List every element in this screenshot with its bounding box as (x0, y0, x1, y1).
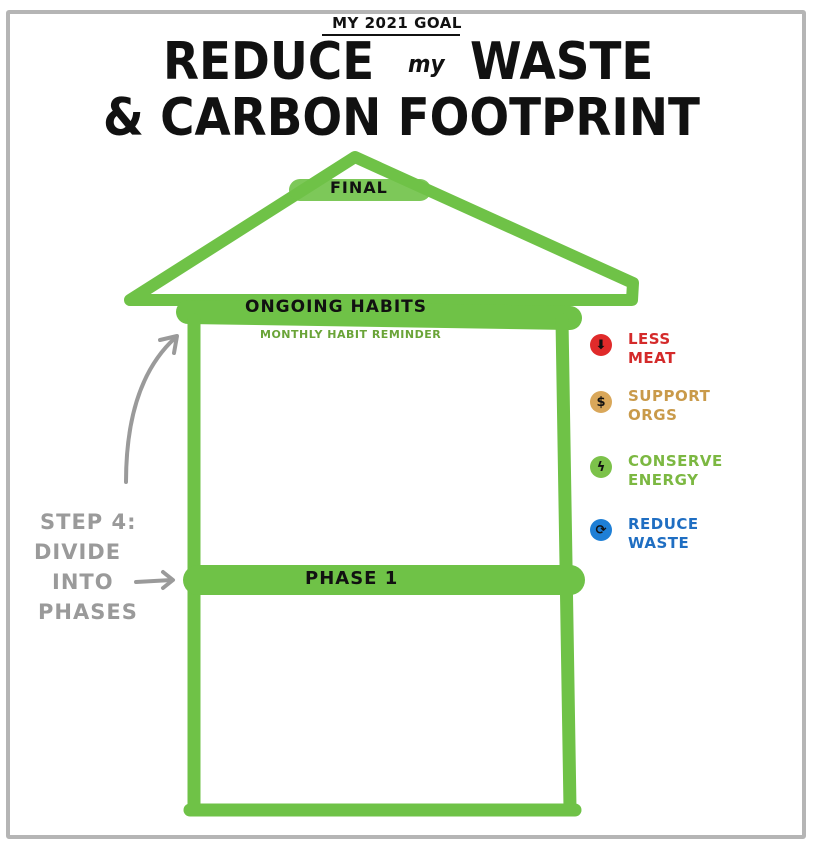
title-connector: my (408, 50, 445, 78)
legend-line-2: MEAT (628, 349, 676, 367)
legend-text: SUPPORT ORGS (628, 387, 710, 425)
right-wall (555, 313, 577, 815)
step-line-2: DIVIDE (34, 540, 122, 564)
goal-underline (322, 34, 460, 36)
legend-text: LESS MEAT (628, 330, 676, 368)
goal-label: MY 2021 GOAL (332, 14, 462, 32)
legend-reduce-waste: ⟳ REDUCE WASTE (590, 515, 740, 565)
down-arrow-icon: ⬇ (590, 334, 612, 356)
title-waste: WASTE (470, 32, 654, 92)
straight-arrow (134, 578, 174, 584)
legend-line-2: ORGS (628, 406, 678, 424)
recycle-icon: ⟳ (590, 519, 612, 541)
roof-label: FINAL (330, 178, 388, 197)
habits-sublabel: MONTHLY HABIT REMINDER (260, 328, 442, 341)
legend-text: CONSERVE ENERGY (628, 452, 723, 490)
dollar-icon: $ (590, 391, 612, 413)
straight-arrow-head (161, 570, 175, 590)
legend-text: REDUCE WASTE (628, 515, 699, 553)
lightning-icon: ϟ (590, 456, 612, 478)
step-line-1: STEP 4: (40, 510, 137, 534)
legend-line-1: SUPPORT (628, 387, 711, 405)
habits-label: ONGOING HABITS (245, 297, 428, 317)
roof-outline (124, 151, 639, 306)
title-reduce: REDUCE (163, 32, 375, 92)
legend-line-2: WASTE (628, 534, 690, 552)
step-line-4: PHASES (38, 600, 138, 624)
page-frame (6, 10, 806, 839)
legend-line-2: ENERGY (628, 471, 699, 489)
habits-band (176, 300, 582, 330)
legend-line-1: CONSERVE (628, 452, 723, 470)
legend-support-orgs: $ SUPPORT ORGS (590, 387, 740, 437)
curved-arrow-head (158, 334, 179, 355)
legend-conserve-energy: ϟ CONSERVE ENERGY (590, 452, 740, 502)
step-line-3: INTO (52, 570, 114, 594)
legend-line-1: REDUCE (628, 515, 699, 533)
legend-line-1: LESS (628, 330, 671, 348)
phase-label: PHASE 1 (305, 568, 399, 589)
title-line2: & CARBON FOOTPRINT (103, 88, 700, 148)
legend-less-meat: ⬇ LESS MEAT (590, 330, 740, 380)
curved-arrow (124, 336, 177, 484)
